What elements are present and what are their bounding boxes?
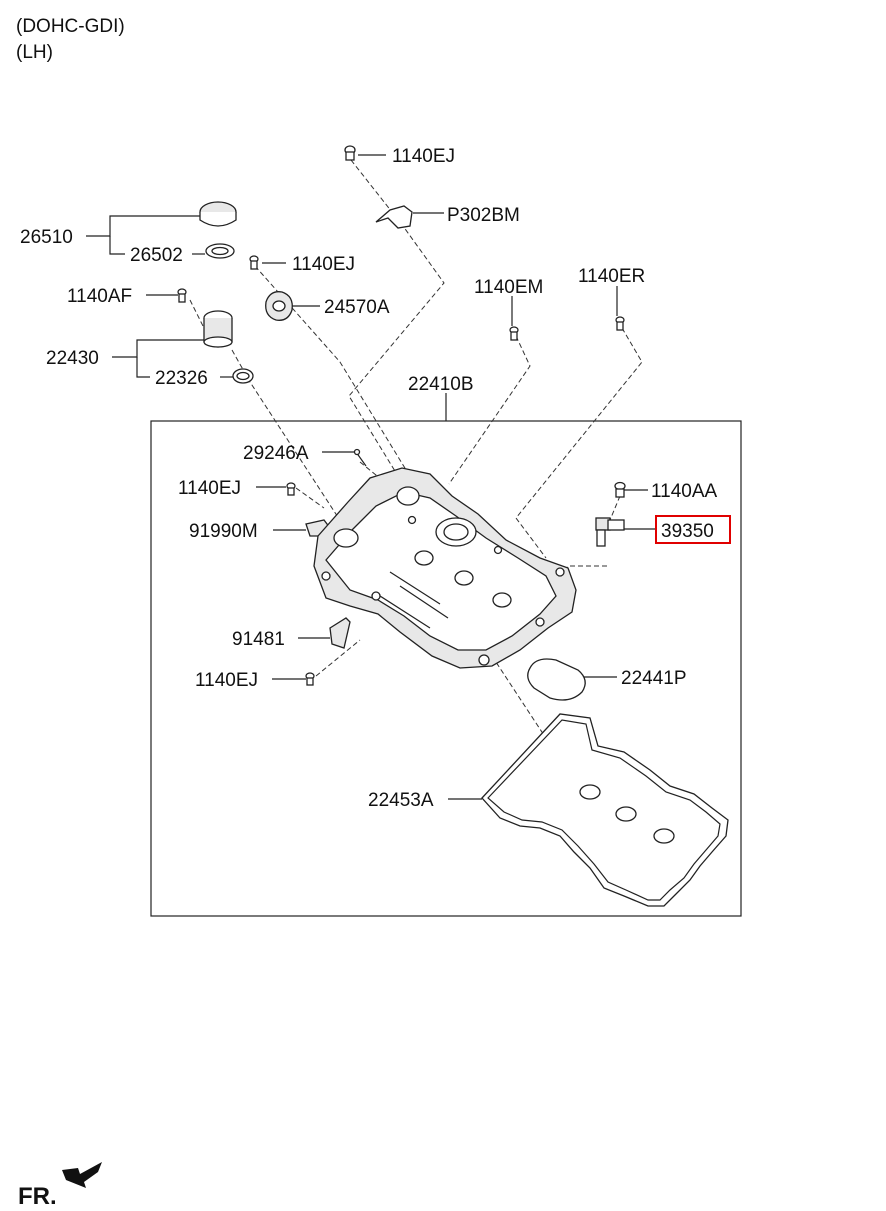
label-91990m: 91990M — [189, 521, 258, 542]
cover-gasket-icon — [481, 713, 729, 907]
label-22410b: 22410B — [408, 374, 474, 395]
bolt-icon — [509, 326, 519, 341]
label-39350[interactable]: 39350 — [661, 521, 714, 542]
bolt-icon — [344, 145, 356, 161]
label-26502: 26502 — [130, 245, 183, 266]
label-1140er: 1140ER — [578, 266, 645, 287]
label-91481: 91481 — [232, 629, 285, 650]
bolt-icon — [615, 316, 625, 331]
engine-type-label: (DOHC-GDI) — [16, 16, 125, 37]
cylinder-head-cover — [313, 467, 577, 669]
sensor-icon — [595, 517, 625, 547]
label-1140em: 1140EM — [474, 277, 543, 298]
harness-bracket-icon — [329, 617, 351, 649]
bolt-icon — [249, 255, 259, 270]
seal-housing-icon — [265, 291, 293, 321]
label-26510: 26510 — [20, 227, 73, 248]
label-1140ej-top: 1140EJ — [392, 146, 455, 167]
leader-lines — [86, 154, 656, 800]
label-p302bm: P302BM — [447, 205, 520, 226]
label-1140ej-left: 1140EJ — [178, 478, 241, 499]
front-arrow-icon — [62, 1162, 102, 1188]
label-24570a: 24570A — [324, 297, 390, 318]
label-1140af: 1140AF — [67, 286, 132, 307]
label-1140ej-mid: 1140EJ — [292, 254, 355, 275]
highlight-box — [655, 515, 731, 544]
front-direction-label: FR. — [18, 1183, 57, 1210]
breather-icon — [203, 310, 233, 348]
label-22430: 22430 — [46, 348, 99, 369]
label-22441p: 22441P — [621, 668, 687, 689]
label-29246a: 29246A — [243, 443, 309, 464]
cap-gasket-icon — [205, 243, 235, 259]
label-22453a: 22453A — [368, 790, 434, 811]
pin-icon — [353, 448, 367, 467]
bolt-icon — [286, 482, 296, 496]
bolt-icon — [614, 481, 626, 498]
bolt-icon — [305, 672, 315, 686]
label-1140aa: 1140AA — [651, 481, 718, 502]
small-gasket-icon — [527, 658, 586, 701]
label-22326: 22326 — [155, 368, 208, 389]
oil-cap-icon — [199, 201, 237, 227]
label-1140ej-bottom: 1140EJ — [195, 670, 258, 691]
bracket-icon — [375, 205, 413, 229]
bolt-icon — [177, 288, 187, 303]
o-ring-icon — [232, 368, 254, 384]
side-label: (LH) — [16, 42, 53, 63]
